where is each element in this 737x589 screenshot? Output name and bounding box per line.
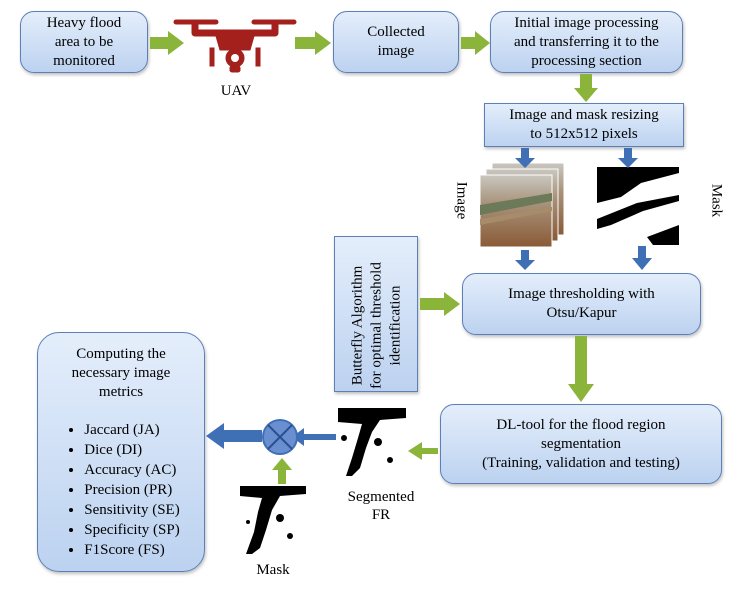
mask-image-bottom [240,486,306,554]
metric-item: Specificity (SP) [84,520,179,540]
compare-circle-icon [262,419,298,455]
metric-item: Dice (DI) [84,440,179,460]
arrow-resize-to-image [515,148,535,168]
arrow-collected-to-processing [461,31,490,55]
thresholding-text: Image thresholding with Otsu/Kapur [508,286,655,321]
arrow-mask-to-threshold [632,246,652,270]
metrics-list: Jaccard (JA) Dice (DI) Accuracy (AC) Pre… [62,420,179,560]
metric-item: Sensitivity (SE) [84,500,179,520]
mask-bottom-label: Mask [256,562,290,578]
resizing-box: Image and mask resizing to 512x512 pixel… [484,103,684,147]
arrow-processing-to-resizing [574,74,598,102]
arrow-butterfly-to-threshold [420,292,460,316]
arrow-mask-to-circle [272,458,292,484]
arrow-segmented-to-circle [292,428,336,446]
flood-area-box: Heavy flood area to be monitored [20,11,148,73]
collected-image-box: Collected image [333,11,459,73]
metric-item: Accuracy (AC) [84,460,179,480]
arrow-dl-to-segmented [408,442,438,460]
dl-tool-text: DL-tool for the flood region segmentatio… [482,416,680,471]
butterfly-box: Butterfly Algorithm for optimal threshol… [334,236,418,392]
metric-item: Precision (PR) [84,480,179,500]
collected-image-text: Collected image [367,24,425,59]
processing-text: Initial image processing and transferrin… [514,14,659,69]
drone-icon [173,19,297,73]
segmented-label: Segmented FR [347,489,415,523]
dl-tool-box: DL-tool for the flood region segmentatio… [440,404,722,484]
resizing-text: Image and mask resizing to 512x512 pixel… [509,107,659,142]
arrow-flood-to-uav [150,31,184,55]
arrow-threshold-to-dl [568,336,594,402]
arrow-circle-to-metrics [206,423,262,449]
metric-item: F1Score (FS) [84,540,179,560]
flood-area-text: Heavy flood area to be monitored [46,14,122,69]
mask-image-top [597,167,679,245]
arrow-uav-to-collected [295,31,331,55]
metrics-title: Computing the necessary image metrics [71,346,171,400]
metric-item: Jaccard (JA) [84,420,179,440]
segmented-image [338,408,406,476]
metrics-box: Computing the necessary image metrics Ja… [37,332,205,572]
uav-label: UAV [220,83,252,99]
flood-image-stack [479,162,565,248]
arrow-resize-to-mask [618,148,638,168]
thresholding-box: Image thresholding with Otsu/Kapur [462,273,701,335]
processing-box: Initial image processing and transferrin… [490,11,683,73]
arrow-image-to-threshold [515,250,535,270]
